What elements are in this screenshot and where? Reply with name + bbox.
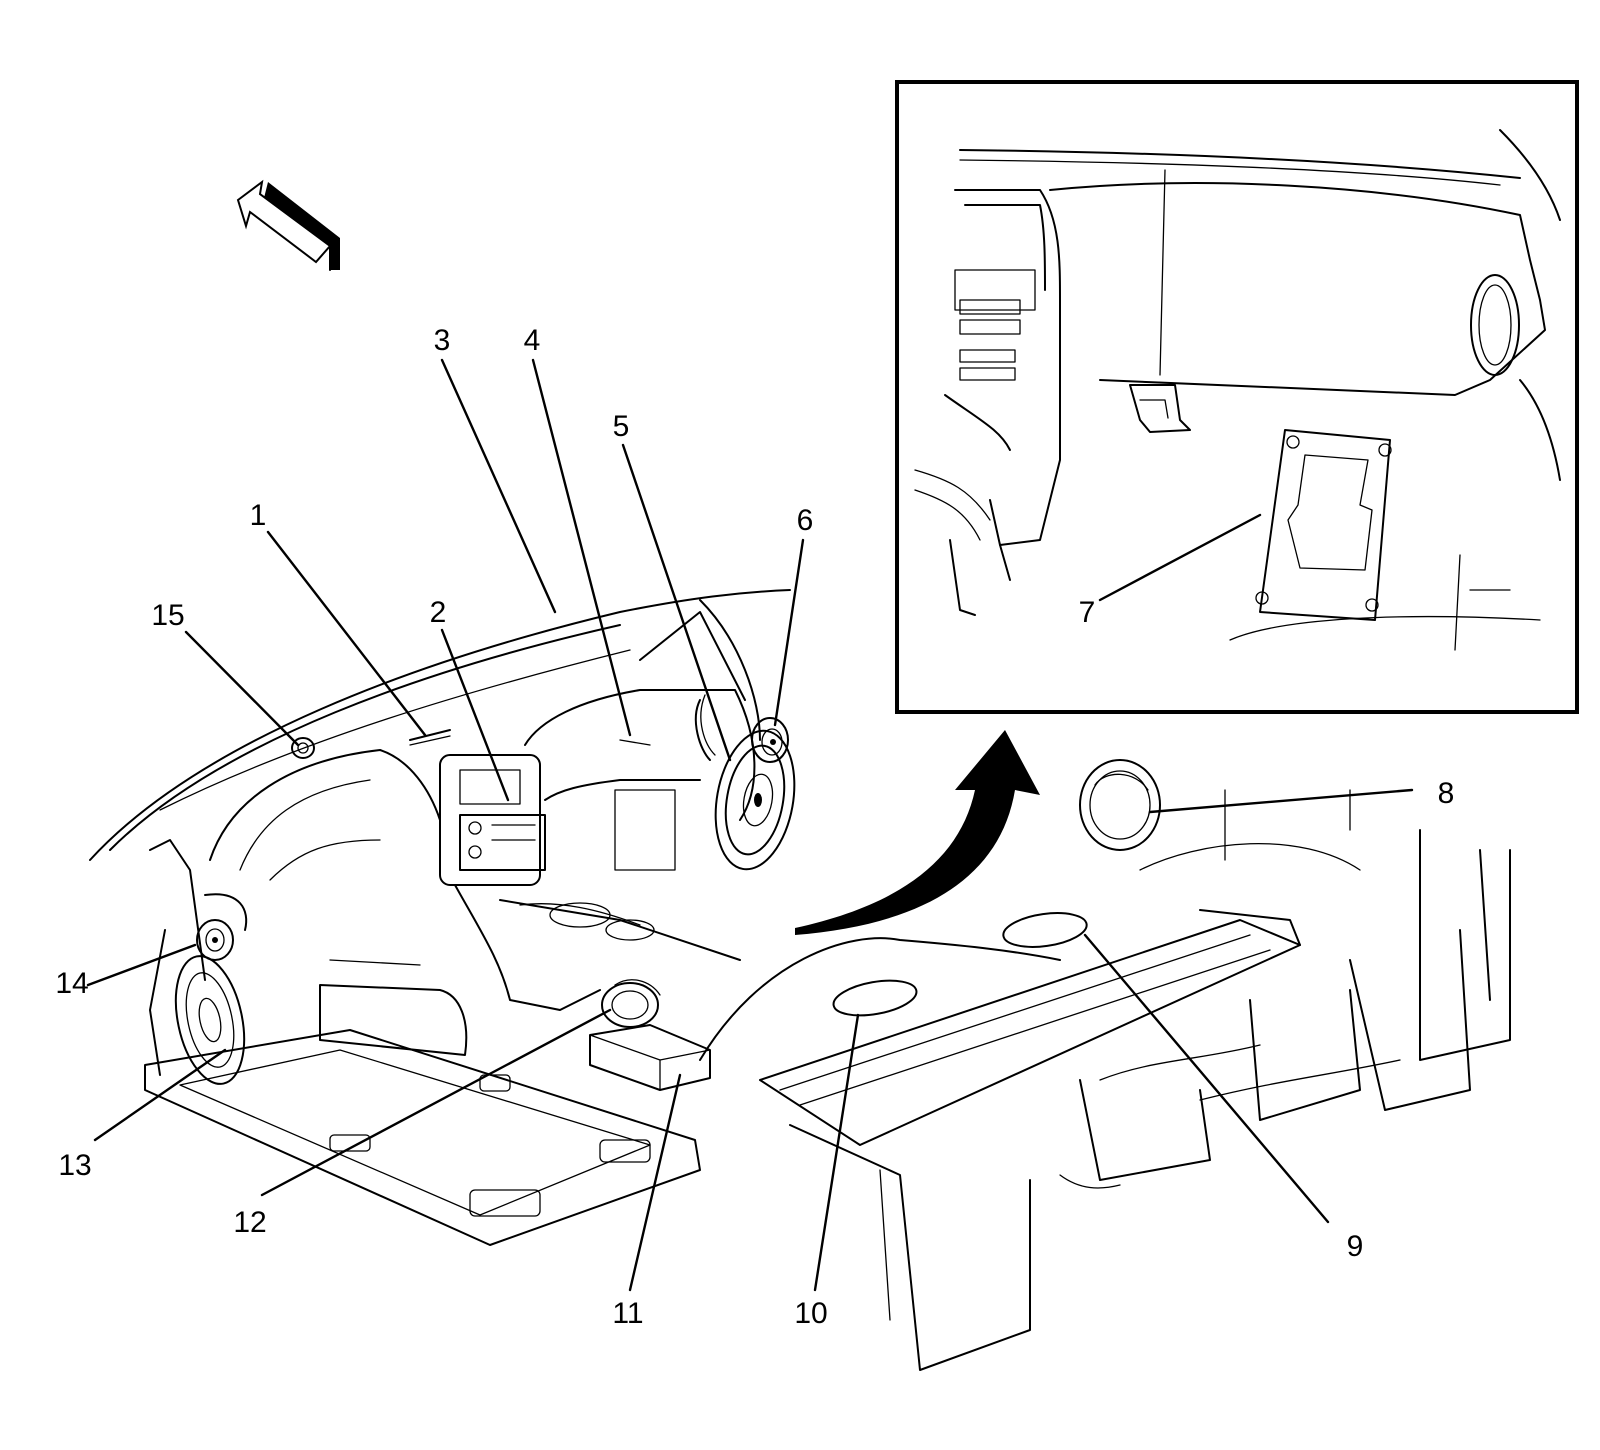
callout-3: 3 [434, 324, 451, 357]
callout-15: 15 [151, 599, 184, 632]
detail-inset-box [895, 80, 1579, 714]
callout-5: 5 [613, 410, 630, 443]
callout-12: 12 [233, 1206, 266, 1239]
tweeter-left [196, 919, 234, 961]
instrument-panel-opening-speaker [694, 694, 716, 761]
callout-10: 10 [794, 1297, 827, 1330]
module-mounting-plate [1255, 429, 1392, 621]
instrument-panel-speaker-left [291, 737, 315, 759]
front-door-speaker-right [714, 729, 796, 871]
callout-2: 2 [430, 596, 447, 629]
subwoofer-opening [832, 979, 918, 1017]
callout-4: 4 [524, 324, 541, 357]
radio-receiver [439, 754, 546, 886]
callout-8: 8 [1438, 777, 1455, 810]
instrument-panel-center-speaker [409, 729, 451, 746]
leader-lines [86, 358, 1414, 1292]
callout-9: 9 [1347, 1230, 1364, 1263]
callout-1: 1 [250, 499, 267, 532]
tweeter-right [751, 717, 789, 763]
callout-14: 14 [55, 967, 88, 1000]
detail-view-arrow-icon [795, 730, 1040, 935]
amplifier [589, 1024, 711, 1091]
callout-6: 6 [797, 504, 814, 537]
rear-speaker-opening [1002, 912, 1088, 948]
callout-7: 7 [1079, 596, 1096, 629]
subwoofer-speaker [601, 979, 661, 1028]
direction-arrow-icon [236, 179, 340, 271]
callout-13: 13 [58, 1149, 91, 1182]
front-door-speaker-left [174, 955, 246, 1085]
callout-11: 11 [612, 1297, 643, 1330]
vehicle-interior-drawing [89, 589, 1511, 1371]
rear-speaker [1079, 759, 1161, 851]
